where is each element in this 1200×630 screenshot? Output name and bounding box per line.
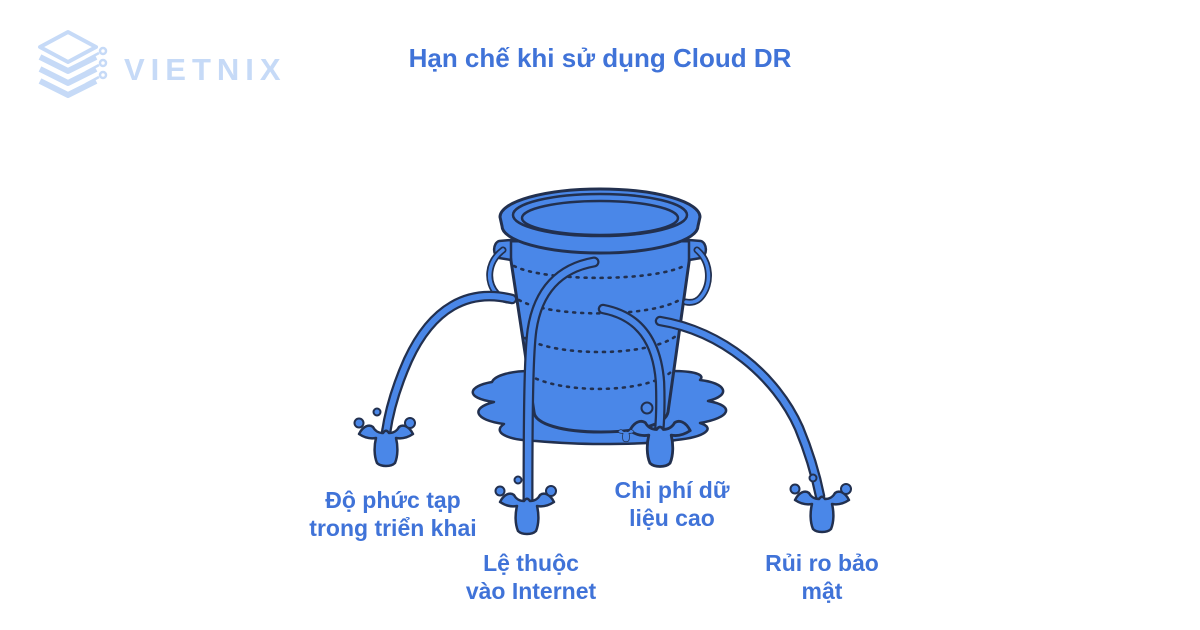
water-splashes: [353, 401, 852, 536]
label-line: liệu cao: [629, 505, 715, 531]
stream-left: [380, 290, 518, 439]
label-line: Độ phức tạp: [325, 487, 461, 513]
bubble-icon: [640, 401, 654, 415]
brand-name: VIETNIX: [124, 52, 287, 87]
brand-logo: VIETNIX: [26, 28, 287, 98]
stream-right: [654, 315, 826, 502]
stacked-layers-logo-icon: [38, 30, 108, 98]
limitation-label-high-data-cost: Chi phí dữ liệu cao: [614, 476, 729, 532]
bucket-rim: [498, 187, 702, 255]
label-line: vào Internet: [465, 578, 597, 604]
limitation-label-deployment-complexity: Độ phức tạp trong triển khai: [309, 486, 476, 542]
stream-center-left: [522, 256, 600, 506]
label-line: Chi phí dữ: [614, 477, 730, 503]
limitation-label-security-risk: Rủi ro bảo mật: [765, 549, 879, 605]
label-line: mật: [801, 578, 843, 604]
page-title: Hạn chế khi sử dụng Cloud DR: [408, 43, 792, 73]
label-line: Rủi ro bảo: [765, 550, 879, 576]
limitation-label-internet-dependency: Lệ thuộc vào Internet: [466, 549, 596, 605]
stream-center-right: [597, 303, 666, 439]
label-line: Lệ thuộc: [483, 550, 579, 576]
label-line: trong triển khai: [309, 515, 477, 541]
water-streams: [380, 256, 826, 506]
